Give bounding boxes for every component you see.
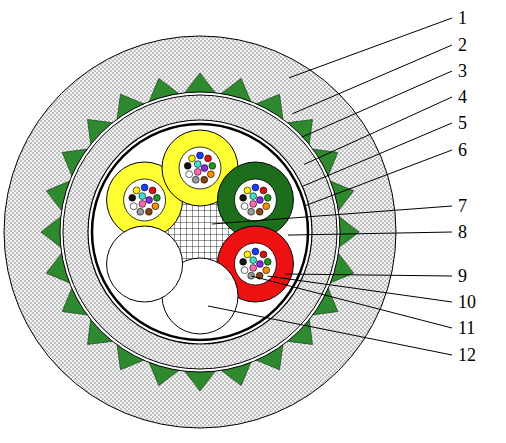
callout-number: 5 <box>458 114 467 132</box>
optical-fiber <box>133 187 140 194</box>
optical-fiber <box>263 203 270 210</box>
optical-fiber <box>186 171 193 178</box>
optical-fiber <box>189 155 196 162</box>
optical-fiber <box>252 184 259 191</box>
optical-fiber <box>145 208 152 215</box>
optical-fiber <box>244 251 251 258</box>
optical-fiber <box>260 251 267 258</box>
tube-gel <box>179 147 221 189</box>
optical-fiber <box>201 176 208 183</box>
optical-fiber <box>139 193 146 200</box>
tube-gel <box>234 243 276 285</box>
optical-fiber <box>250 257 257 264</box>
optical-fiber <box>139 200 146 207</box>
callout-number: 12 <box>458 346 476 364</box>
callout-number: 7 <box>458 197 467 215</box>
callout-number: 6 <box>458 141 467 159</box>
optical-fiber <box>264 194 271 201</box>
optical-fiber <box>260 187 267 194</box>
optical-fiber <box>248 272 255 279</box>
optical-fiber <box>141 184 148 191</box>
leader-line <box>302 123 452 186</box>
optical-fiber <box>201 165 208 172</box>
inner-ring <box>92 124 308 340</box>
optical-fiber <box>256 208 263 215</box>
callout-number: 9 <box>458 267 467 285</box>
optical-fiber <box>137 208 144 215</box>
optical-fiber <box>152 203 159 210</box>
optical-fiber <box>129 194 136 201</box>
outer-ring <box>88 120 312 344</box>
leader-line <box>285 274 452 276</box>
core-filler <box>95 127 305 337</box>
optical-fiber <box>192 176 199 183</box>
optical-fiber <box>240 194 247 201</box>
leader-line <box>212 206 452 224</box>
leader-line <box>302 71 452 137</box>
optical-fiber <box>244 187 251 194</box>
inner-sheath <box>63 95 337 369</box>
optical-fiber <box>263 267 270 274</box>
optical-fiber <box>250 200 257 207</box>
separator-tape <box>60 92 340 372</box>
optical-fiber <box>257 197 264 204</box>
tube-gel <box>234 179 276 221</box>
callout-number: 1 <box>458 9 467 27</box>
optical-fiber <box>146 197 153 204</box>
optical-fiber <box>205 155 212 162</box>
optical-fiber <box>240 258 247 265</box>
optical-fiber <box>248 208 255 215</box>
optical-fiber <box>252 248 259 255</box>
optical-fiber <box>250 264 257 271</box>
leader-line <box>288 232 452 235</box>
leader-line <box>292 45 452 114</box>
leader-line <box>305 150 452 206</box>
optical-fiber <box>250 193 257 200</box>
optical-fiber <box>184 162 191 169</box>
optical-fiber <box>264 258 271 265</box>
optical-fiber <box>207 171 214 178</box>
optical-fiber <box>209 162 216 169</box>
leader-line <box>289 18 452 78</box>
optical-fiber <box>130 203 137 210</box>
optical-fiber <box>241 267 248 274</box>
callout-number: 4 <box>458 88 467 106</box>
filler-rod <box>107 226 183 302</box>
armour-wires <box>41 73 359 391</box>
callout-number: 3 <box>458 62 467 80</box>
optical-fiber <box>194 168 201 175</box>
optical-fiber <box>153 194 160 201</box>
callout-number: 8 <box>458 223 467 241</box>
callout-number: 10 <box>458 293 476 311</box>
leader-line <box>208 306 452 355</box>
callout-number: 2 <box>458 36 467 54</box>
optical-fiber <box>197 152 204 159</box>
optical-fiber <box>241 203 248 210</box>
optical-fiber <box>257 261 264 268</box>
leader-line <box>267 276 452 302</box>
callout-number: 11 <box>458 319 475 337</box>
tube-gel <box>124 179 166 221</box>
optical-fiber <box>149 187 156 194</box>
optical-fiber <box>194 161 201 168</box>
leader-line <box>251 276 452 328</box>
